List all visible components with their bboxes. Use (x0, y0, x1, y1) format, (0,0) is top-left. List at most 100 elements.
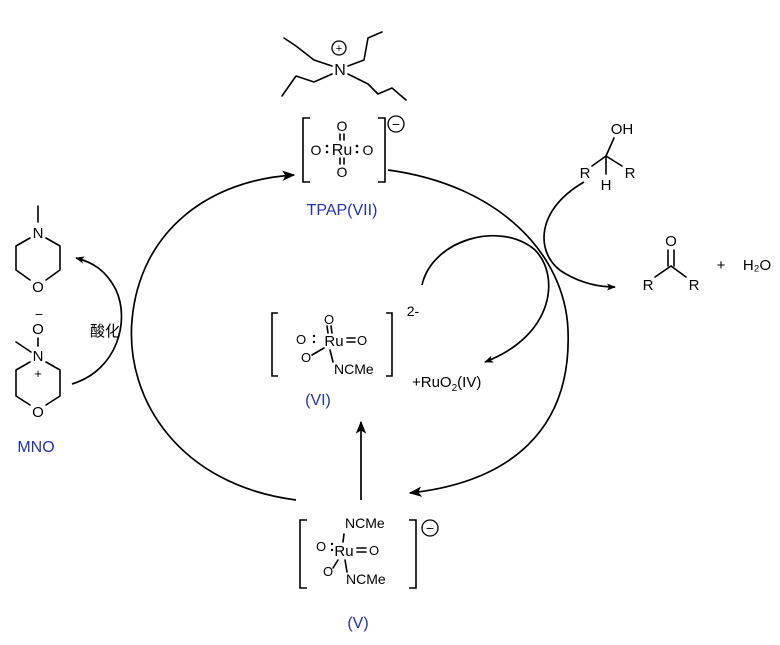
c-o-bond (605, 137, 615, 157)
vi-label: (VI) (305, 392, 331, 409)
oxo-top: O (337, 118, 348, 134)
oxo-lower: O (301, 350, 311, 365)
negative-charge-circle (387, 115, 405, 133)
left-bracket (299, 519, 307, 589)
oxygen: O (32, 279, 44, 296)
oxide-oxygen: O (32, 321, 44, 338)
r-right: R (625, 165, 636, 182)
n-methyl-bond (15, 341, 32, 353)
tpap-label: TPAP(VII) (307, 202, 378, 219)
bond-dot (355, 150, 359, 154)
ru-o-bond (311, 347, 325, 356)
oxo-right: O (363, 142, 374, 158)
ru-n-bond (342, 533, 345, 543)
cation-charge: + (336, 43, 342, 55)
oxidation-label: 酸化 (90, 323, 120, 340)
ru-center: Ru (332, 142, 352, 159)
anion-charge: − (392, 116, 400, 132)
oxo-left: O (296, 332, 306, 347)
c-r-bond (605, 155, 623, 167)
bond-dot (325, 144, 329, 148)
left-bracket (302, 117, 310, 183)
o-minus: − (35, 306, 43, 322)
secondary-alcohol: OH R R H (580, 121, 636, 194)
bond-dot (312, 334, 316, 338)
oxo-top: O (324, 312, 334, 327)
bond-dot (330, 542, 334, 546)
positive-charge-circle (331, 40, 347, 56)
carbonyl-oxygen: O (665, 233, 677, 250)
propyl-chain (347, 73, 407, 101)
n-plus: + (34, 366, 42, 381)
c-r-bond (591, 155, 607, 167)
bond-dot (330, 548, 334, 552)
nmo-to-nmm-arrow (71, 256, 123, 385)
n-methylmorpholine-n-oxide: − O N + O MNO (15, 306, 61, 456)
water: H₂O (743, 257, 771, 274)
ru-center: Ru (334, 543, 353, 560)
oxo-left: O (311, 142, 322, 158)
ru-o-bond (332, 559, 339, 569)
ru-o-bond (330, 325, 333, 334)
tetrapropylammonium-cation: + N (281, 31, 407, 101)
bond-dot (355, 144, 359, 148)
hydroxyl: OH (611, 121, 634, 138)
charge-label: − (426, 520, 434, 536)
ruo2-byproduct: +RuO2(IV) (412, 374, 481, 394)
ruo2-subscript: 2 (452, 383, 458, 394)
mno-label: MNO (17, 439, 54, 456)
oxo-left: O (316, 539, 326, 554)
cycle-arrow-right (387, 169, 569, 497)
r-left: R (580, 165, 591, 182)
propyl-chain (283, 37, 333, 67)
right-bracket (378, 117, 386, 183)
intermediate-v: − NCMe Ru O O O NCMe (V) (299, 515, 439, 632)
bond-dot (312, 340, 316, 344)
ring-bond (15, 237, 31, 281)
charge-label: 2- (407, 303, 420, 319)
acetonitrile-ligand-bottom: NCMe (346, 571, 386, 587)
ring-bond (45, 361, 61, 406)
ru-n-bond (329, 349, 334, 363)
acetonitrile-ligand-top: NCMe (345, 515, 385, 531)
propyl-chain (347, 31, 383, 67)
ring-bond (15, 361, 31, 406)
ru-o-bond (326, 325, 329, 334)
cation-nitrogen: N (334, 62, 346, 79)
ruo2-suffix: (IV) (457, 374, 481, 391)
right-bracket (386, 312, 393, 377)
ru-center: Ru (324, 333, 343, 350)
plus-sign: + (717, 257, 726, 274)
nitrogen: N (33, 225, 44, 242)
negative-charge-circle (421, 519, 439, 537)
c-r-bond (654, 265, 672, 278)
ring-oxygen: O (32, 404, 44, 421)
oxo-right: O (369, 543, 379, 558)
r-right: R (689, 277, 700, 294)
nitrogen: N (33, 348, 44, 365)
bond-dot (325, 150, 329, 154)
cycle-arrow-left (130, 170, 297, 501)
acetonitrile-ligand: NCMe (334, 361, 374, 377)
ru-n-bond (344, 559, 348, 573)
oxo-bottom: O (337, 164, 348, 180)
left-bracket (271, 312, 278, 377)
tpap-perruthenate: O Ru O O O − TPAP(VII) (302, 115, 405, 219)
ketone-product: O R R + H₂O (643, 233, 772, 294)
propyl-chain (281, 73, 333, 97)
intermediate-vi: 2- O Ru O O O NCMe (VI) (271, 303, 420, 409)
v-label: (V) (347, 615, 368, 632)
n-methylmorpholine: N O (15, 205, 61, 296)
c-r-bond (670, 265, 687, 278)
ruo2-prefix: +RuO (412, 374, 452, 391)
alcohol-entry-arrow (543, 181, 585, 275)
ruo2-formation-arrow (421, 234, 550, 363)
ring-bond (45, 237, 61, 281)
r-left: R (643, 277, 654, 294)
right-bracket (409, 519, 417, 589)
hydrogen: H (601, 177, 612, 194)
ketone-exit-arrow (565, 273, 616, 291)
oxo-lower: O (323, 564, 333, 579)
